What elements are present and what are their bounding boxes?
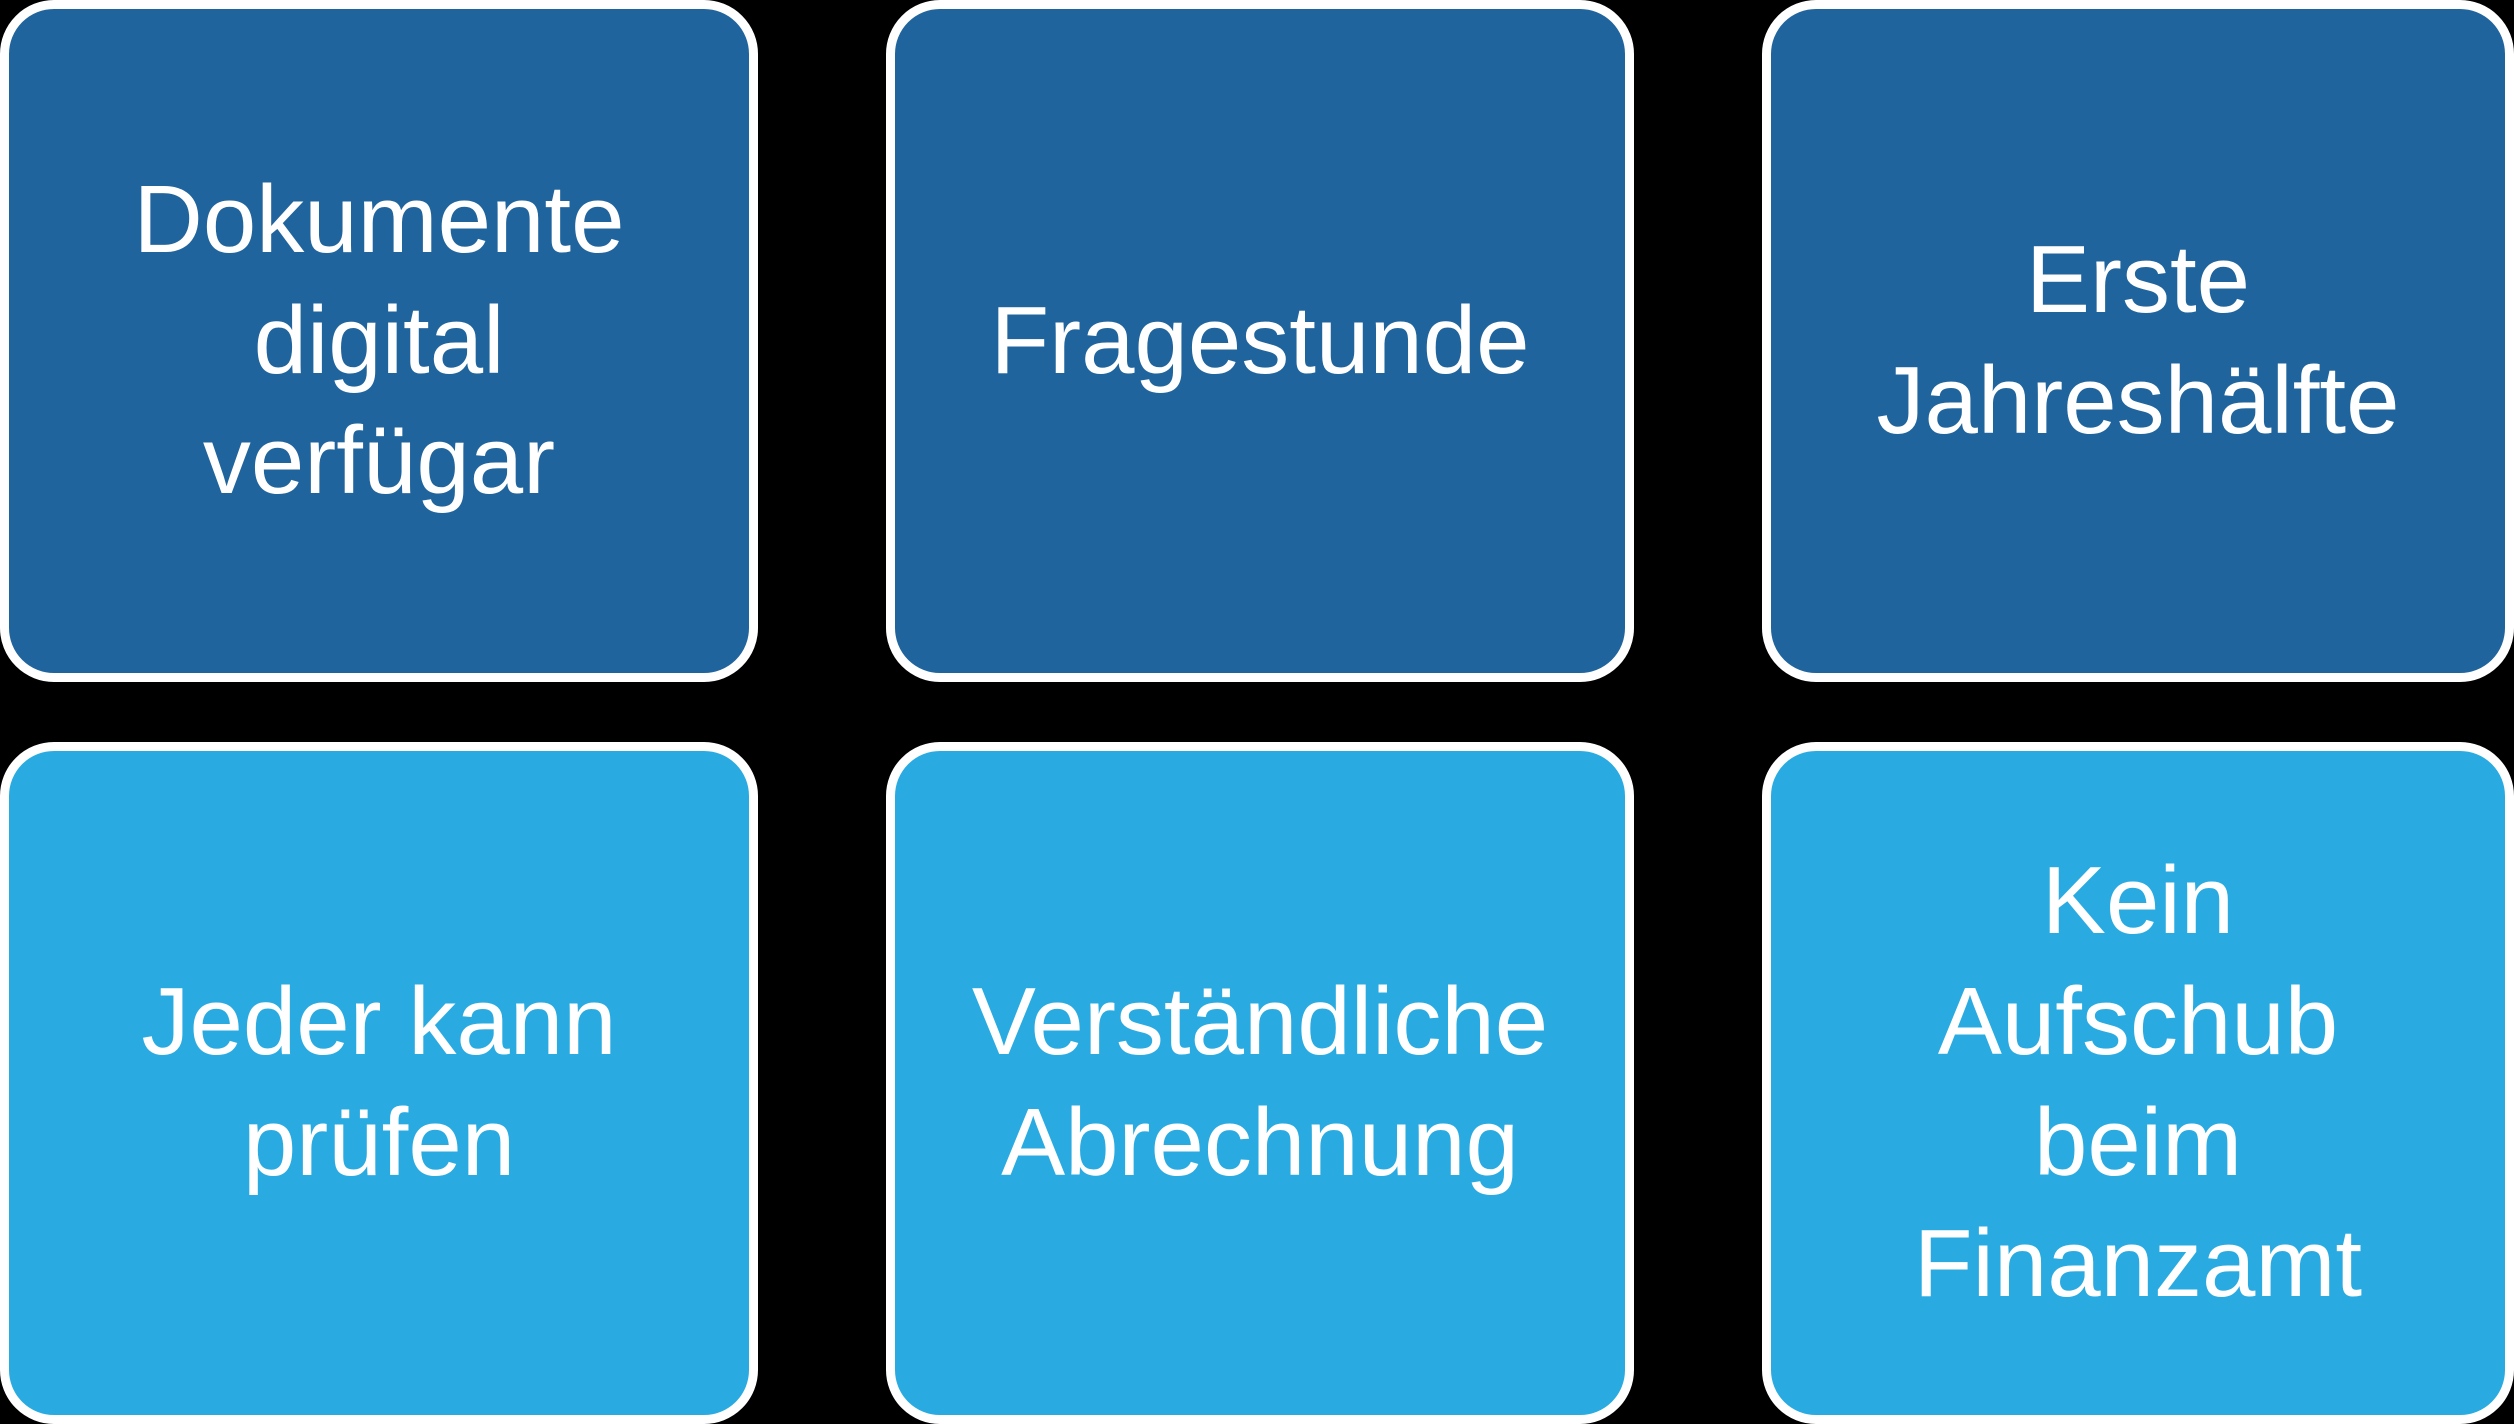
box-label: Kein Aufschub beim Finanzamt — [1913, 847, 2363, 1317]
box-label: Verständliche Abrechnung — [971, 968, 1549, 1196]
box-label: Dokumente digital verfügar — [133, 165, 625, 515]
box-dokumente-digital-verfuegar: Dokumente digital verfügar — [0, 0, 758, 682]
box-verstaendliche-abrechnung: Verständliche Abrechnung — [886, 742, 1634, 1424]
box-erste-jahreshaelfte: Erste Jahreshälfte — [1762, 0, 2514, 682]
box-fragestunde: Fragestunde — [886, 0, 1634, 682]
box-jeder-kann-pruefen: Jeder kann prüfen — [0, 742, 758, 1424]
box-kein-aufschub-beim-finanzamt: Kein Aufschub beim Finanzamt — [1762, 742, 2514, 1424]
box-label: Jeder kann prüfen — [141, 968, 617, 1196]
box-label: Fragestunde — [990, 286, 1530, 394]
box-label: Erste Jahreshälfte — [1876, 226, 2400, 454]
